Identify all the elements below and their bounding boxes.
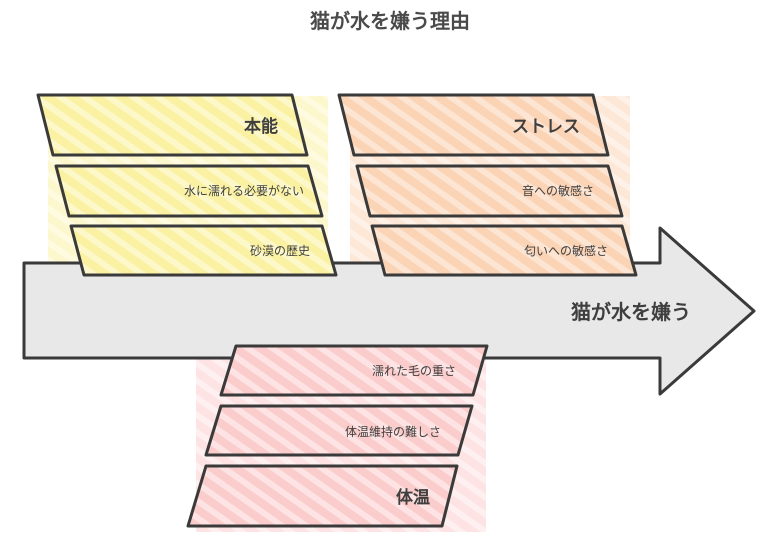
instinct-cause-box-1 <box>54 164 324 218</box>
stress-cause-box-2 <box>370 224 638 277</box>
stress-category-label: ストレス <box>512 117 580 137</box>
instinct-category-label: 本能 <box>244 116 278 137</box>
body-temp-group: 濡れた毛の重さ 体温維持の難しさ 体温 <box>186 344 489 528</box>
spine-label: 猫が水を嫌う <box>571 300 691 324</box>
instinct-category-box <box>36 93 309 157</box>
instinct-cause-2: 砂漠の歴史 <box>250 244 310 258</box>
diagram-title: 猫が水を嫌う理由 <box>310 9 470 33</box>
instinct-cause-1: 水に濡れる必要がない <box>184 183 304 198</box>
body-temp-category-label: 体温 <box>396 487 430 508</box>
body-temp-cause-box-1 <box>219 344 489 397</box>
instinct-group: 本能 水に濡れる必要がない 砂漠の歴史 <box>36 93 338 277</box>
body-temp-cause-2: 体温維持の難しさ <box>345 424 441 439</box>
stress-cause-1: 音への敏感さ <box>522 183 594 198</box>
stress-category-box <box>337 93 610 157</box>
body-temp-cause-box-2 <box>204 404 474 457</box>
stress-cause-box-1 <box>355 164 624 218</box>
body-temp-category-box <box>186 464 459 528</box>
stress-group: ストレス 音への敏感さ 匂いへの敏感さ <box>337 93 638 277</box>
body-temp-cause-1: 濡れた毛の重さ <box>372 364 456 378</box>
stress-cause-2: 匂いへの敏感さ <box>524 243 608 258</box>
instinct-cause-box-2 <box>69 224 338 277</box>
